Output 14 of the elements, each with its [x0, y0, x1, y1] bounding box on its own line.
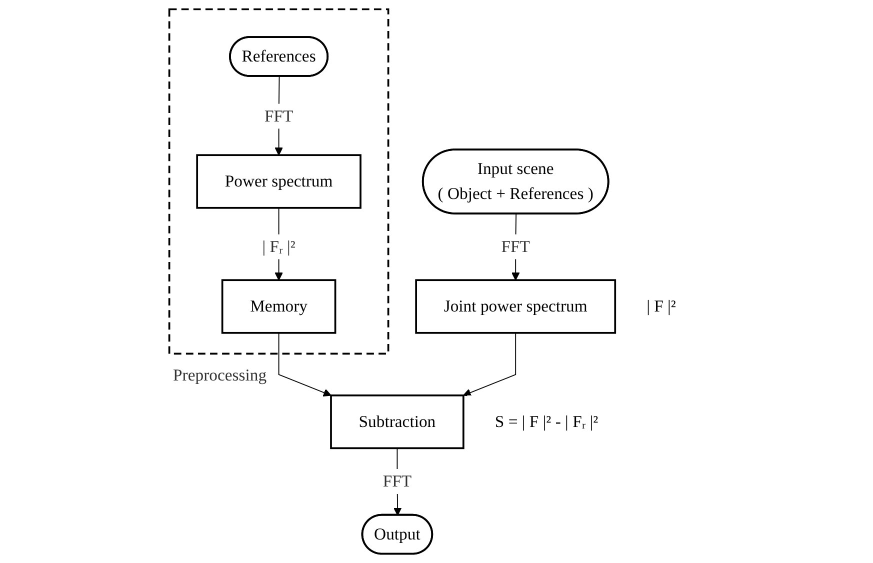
edge-label: FFT: [501, 237, 530, 256]
node-label: Preprocessing: [173, 366, 267, 384]
node-label: S = | F |² - | Fᵣ |²: [494, 412, 598, 431]
node-box: Joint power spectrum: [415, 279, 616, 334]
arrow: [278, 332, 332, 396]
node-box: Power spectrum: [196, 154, 362, 209]
edge-label: FFT: [382, 472, 412, 490]
node-label: | F |²: [646, 296, 676, 316]
edge-label: FFT: [264, 106, 294, 126]
cluster: [168, 8, 390, 355]
node-box: Memory: [221, 279, 336, 334]
node-box: Subtraction: [330, 394, 464, 450]
edge-label: | Fᵣ |²: [262, 237, 296, 256]
arrow: [463, 332, 516, 396]
